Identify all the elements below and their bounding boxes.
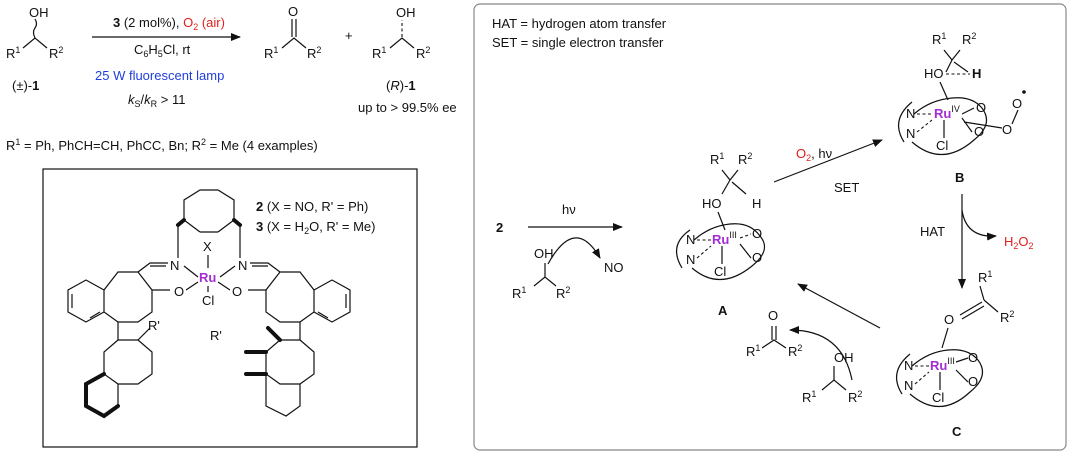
svg-text:R2: R2 [556, 285, 570, 301]
plus-sign: + [345, 28, 353, 43]
c-n1: N [904, 358, 913, 373]
catalyst-o-left: O [174, 284, 184, 299]
ee-text: up to > 99.5% ee [358, 100, 457, 115]
b-n1: N [906, 106, 915, 121]
a-o1: O [752, 226, 762, 241]
svg-text:R1: R1 [264, 45, 278, 61]
svg-text:R1: R1 [710, 151, 724, 167]
catalyst-structure-box: N N X Ru Cl O O R' R' 2 [42, 168, 418, 448]
svg-text:R1: R1 [932, 31, 946, 47]
alcohol-oh: OH [534, 246, 554, 261]
a-n2: N [686, 252, 695, 267]
catalyst-n-left: N [170, 258, 179, 273]
svg-text:R2: R2 [848, 389, 862, 405]
mechanism-panel: HAT = hydrogen atom transfer SET = singl… [473, 3, 1067, 451]
enantioenriched-alcohol-structure: OH R1 R2 (R)-1 up to > 99.5% ee [358, 5, 457, 115]
svg-text:R2: R2 [738, 151, 752, 167]
substrate-oh: OH [29, 5, 49, 20]
b-h: H [972, 66, 981, 81]
no-label: NO [604, 260, 624, 275]
a-cl: Cl [714, 264, 726, 279]
h2o2-label: H2O2 [1004, 234, 1034, 251]
ketone-o: O [288, 4, 298, 19]
substrate-label: (±)-1 [12, 78, 39, 93]
svg-text:R1: R1 [372, 45, 386, 61]
catalyst-n-right: N [238, 258, 247, 273]
svg-text:R2: R2 [1000, 309, 1014, 325]
c-cl: Cl [932, 390, 944, 405]
b-n2: N [906, 126, 915, 141]
incoming-alcohol-oh: OH [834, 350, 854, 365]
a-ru: RuIII [712, 230, 737, 247]
catalyst-x: X [203, 239, 212, 254]
released-ketone: O R1 R2 [746, 308, 802, 359]
catalyst-legend-3: 3 (X = H2O, R' = Me) [256, 219, 376, 236]
b-o2: O [974, 124, 984, 139]
svg-text:R2: R2 [307, 45, 321, 61]
c-o2: O [968, 374, 978, 389]
b-cl: Cl [936, 138, 948, 153]
substrate-r1: R1 [6, 45, 20, 61]
start-compound: 2 [496, 220, 503, 235]
svg-text:R2: R2 [788, 343, 802, 359]
b-ho: HO [924, 66, 944, 81]
legend-set: SET = single electron transfer [492, 35, 664, 50]
legend-hat: HAT = hydrogen atom transfer [492, 16, 667, 31]
selectivity-text: kS/kR > 11 [128, 92, 185, 109]
label-b: B [955, 170, 964, 185]
a-ho: HO [702, 196, 722, 211]
substrate-alcohol-start: OH R1 R2 [512, 246, 570, 301]
svg-text:R1: R1 [512, 285, 526, 301]
catalyst-r-prime-left: R' [148, 318, 160, 333]
c-ru: RuIII [930, 356, 955, 373]
a-o2: O [752, 250, 762, 265]
ketone-product-structure: O R1 R2 [264, 4, 321, 61]
svg-text:R1: R1 [802, 389, 816, 405]
lamp-text: 25 W fluorescent lamp [95, 68, 224, 83]
label-a: A [718, 303, 728, 318]
c-o-carbonyl: O [944, 312, 954, 327]
catalyst-cl: Cl [202, 293, 214, 308]
b-ru: RuIV [934, 104, 960, 121]
svg-text:R2: R2 [962, 31, 976, 47]
complex-c: R1 R2 O RuIII N N O O Cl C [895, 269, 1014, 439]
b-peroxo-o2: O [1012, 96, 1022, 111]
svg-text:R1: R1 [746, 343, 760, 359]
substrate-r2: R2 [49, 45, 63, 61]
complex-a: R1 R2 HO H RuIII N N O O Cl A [675, 151, 766, 318]
b-peroxo-o1: O [1002, 122, 1012, 137]
a-h: H [752, 196, 761, 211]
scope-text: R1 = Ph, PhCH=CH, PhCC, Bn; R2 = Me (4 e… [6, 137, 318, 153]
reaction-conditions: 3 (2 mol%), O2 (air) C6H5Cl, rt 25 W flu… [92, 15, 241, 109]
catalyst-loading-text: 3 (2 mol%), O2 (air) [113, 15, 225, 32]
product-oh: OH [396, 5, 416, 20]
catalyst-legend-2: 2 (X = NO, R' = Ph) [256, 199, 368, 214]
hv-label-1: hν [562, 202, 576, 217]
product-label: (R)-1 [386, 78, 416, 93]
racemic-alcohol-structure: OH R1 R2 (±)-1 [6, 5, 63, 93]
catalyst-r-prime-right: R' [210, 328, 222, 343]
a-n1: N [686, 232, 695, 247]
label-c: C [952, 424, 962, 439]
released-ketone-o: O [768, 308, 778, 323]
catalyst-o-right: O [232, 284, 242, 299]
o2-hv-label: O2, hν [796, 146, 832, 163]
catalyst-ru: Ru [199, 270, 216, 285]
c-n2: N [904, 378, 913, 393]
svg-text:R2: R2 [416, 45, 430, 61]
complex-b: R1 R2 HO H RuIV N N O O Cl O O B [897, 31, 1026, 185]
solvent-text: C6H5Cl, rt [134, 42, 191, 59]
set-label: SET [834, 180, 859, 195]
kinetic-resolution-reaction: OH R1 R2 (±)-1 3 (2 mol%), O2 (air) C6H5… [6, 4, 457, 153]
incoming-alcohol: OH R1 R2 [802, 350, 862, 405]
hat-label: HAT [920, 224, 945, 239]
c-o1: O [968, 350, 978, 365]
svg-text:R1: R1 [978, 269, 992, 285]
